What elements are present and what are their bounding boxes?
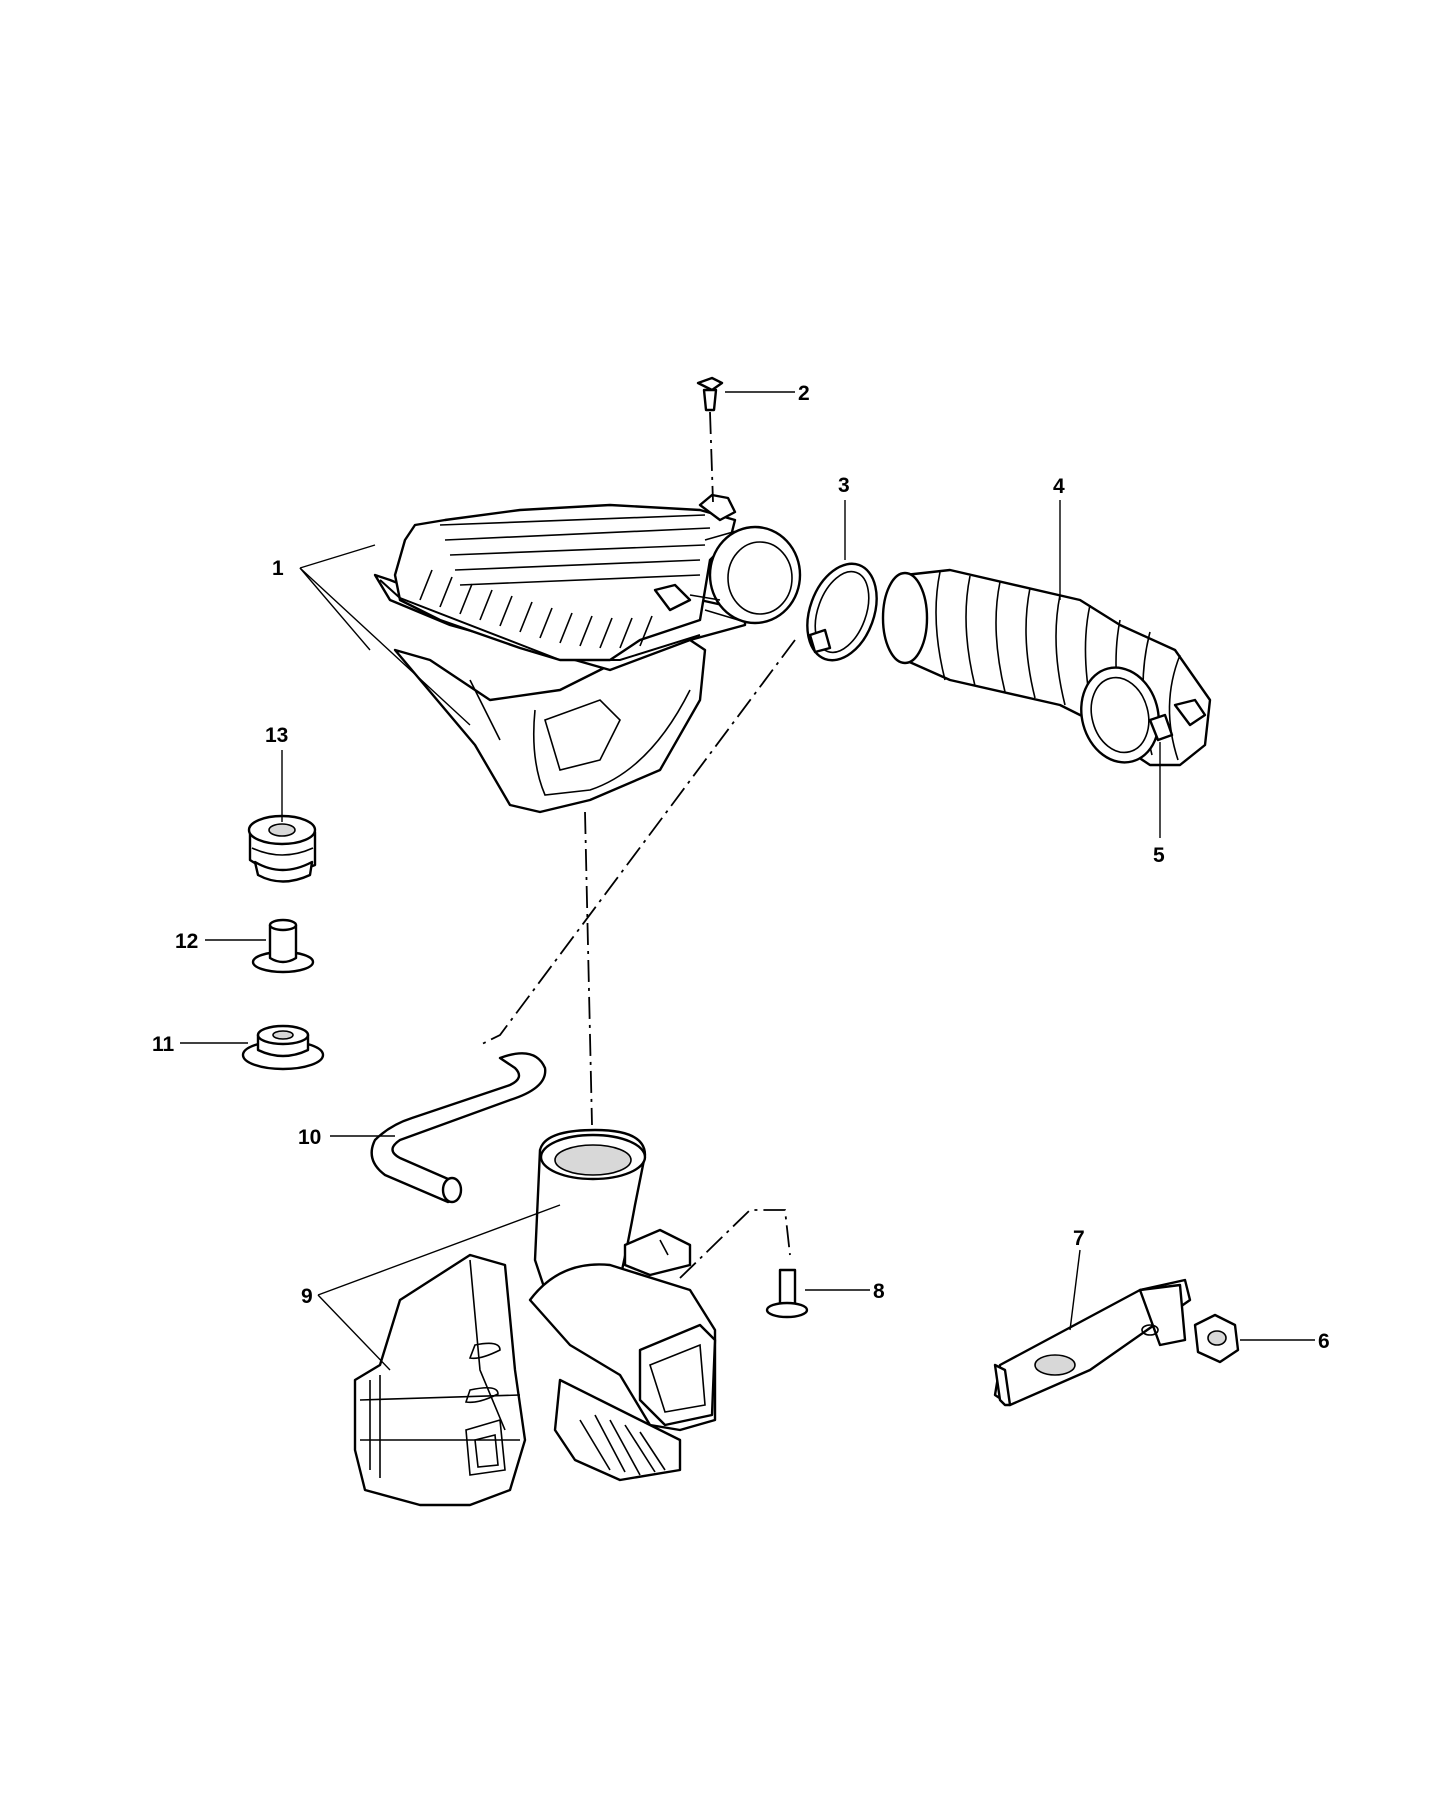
callout-label-5: 5 xyxy=(1153,844,1165,867)
callout-label-12: 12 xyxy=(175,930,198,953)
callout-label-13: 13 xyxy=(265,724,288,747)
callout-1: 1 xyxy=(272,544,471,726)
callout-label-10: 10 xyxy=(298,1126,321,1149)
callout-label-2: 2 xyxy=(798,382,810,405)
callout-label-6: 6 xyxy=(1318,1330,1330,1353)
callout-label-7: 7 xyxy=(1073,1227,1085,1250)
bushing-part-12: 12 xyxy=(175,918,315,974)
callout-label-4: 4 xyxy=(1053,475,1065,498)
bracket-part-7: 7 xyxy=(993,1227,1192,1407)
grommet-part-11: 11 xyxy=(152,1024,325,1071)
callout-label-1: 1 xyxy=(272,557,284,580)
clamp-part-5: 5 xyxy=(1148,713,1174,867)
callout-label-11: 11 xyxy=(152,1033,175,1056)
callout-label-8: 8 xyxy=(873,1280,885,1303)
resonator-part-9: 9 xyxy=(301,1128,717,1507)
callout-label-9: 9 xyxy=(301,1285,313,1308)
intake-hose-part-4: 4 xyxy=(881,475,1212,767)
air-cleaner-housing xyxy=(373,493,802,814)
screw-part-2: 2 xyxy=(696,376,810,503)
hose-part-10: 10 xyxy=(298,1052,547,1204)
clamp-part-3: 3 xyxy=(806,474,878,662)
screw-part-8: 8 xyxy=(679,1209,885,1319)
grommet-part-13: 13 xyxy=(247,724,317,883)
assembly-lines xyxy=(479,639,796,1126)
nut-part-6: 6 xyxy=(1193,1313,1330,1364)
callout-label-3: 3 xyxy=(838,474,850,497)
